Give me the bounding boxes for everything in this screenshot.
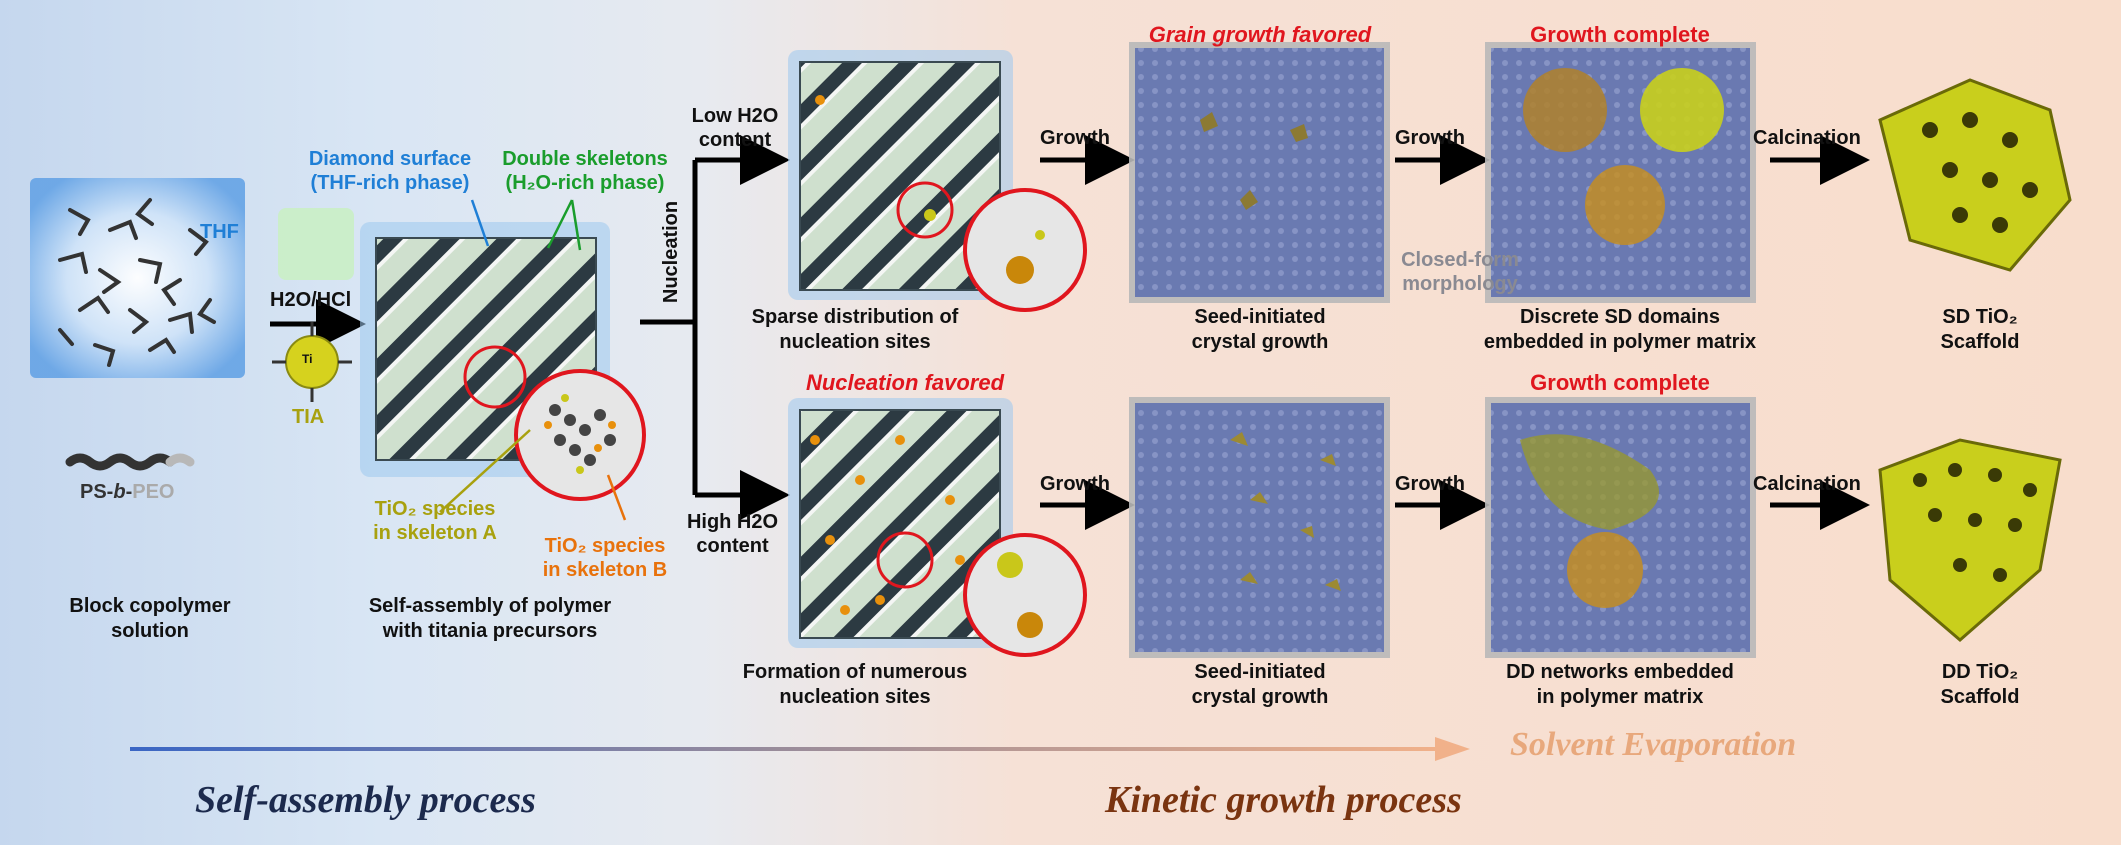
label-line: Low H2O [691, 105, 779, 127]
tia-label: TIA [292, 406, 325, 428]
sparse-nucleation-cube [788, 50, 1087, 312]
polymer-label: PS-b-PEO [80, 480, 174, 504]
block-copolymer-cube [30, 178, 245, 378]
label-line: content [696, 535, 769, 557]
polymer-chain-icon [65, 453, 195, 471]
caption-line: Formation of numerous [742, 661, 968, 683]
thf-label: THF [200, 221, 239, 243]
closed-form-label: Closed-form morphology [1380, 248, 1540, 296]
caption-line: Seed-initiated [1194, 306, 1326, 328]
bottom-growth-complete-label: Growth complete [1530, 370, 1710, 395]
double-skeletons-label: Double skeletons (H₂O-rich phase) [490, 147, 680, 195]
diamond-leader [470, 199, 490, 247]
sd-domains-cube [1485, 42, 1756, 303]
caption-line: Sparse distribution of [751, 306, 959, 328]
top-seed-caption: Seed-initiated crystal growth [1140, 305, 1380, 355]
caption-line: Discrete SD domains [1519, 306, 1721, 328]
caption-line: nucleation sites [779, 686, 931, 708]
species-b-label: TiO₂ species in skeleton B [525, 534, 685, 582]
top-growth-complete-label: Growth complete [1530, 22, 1710, 47]
caption-line: Seed-initiated [1194, 661, 1326, 683]
sparse-nucleation-caption: Sparse distribution of nucleation sites [720, 305, 990, 355]
caption-line: crystal growth [1191, 686, 1329, 708]
caption-line: DD TiO₂ [1941, 661, 2019, 683]
label-line: in skeleton B [542, 559, 668, 581]
caption-line: Self-assembly of polymer [368, 595, 612, 617]
water-cube [278, 208, 354, 280]
dd-networks-caption: DD networks embedded in polymer matrix [1470, 660, 1770, 710]
bottom-seed-caption: Seed-initiated crystal growth [1140, 660, 1380, 710]
sd-scaffold-caption: SD TiO₂ Scaffold [1900, 305, 2060, 355]
label-line: content [698, 129, 772, 151]
caption-line: in polymer matrix [1536, 686, 1704, 708]
caption-line: with titania precursors [382, 620, 598, 642]
self-assembly-caption: Self-assembly of polymer with titania pr… [345, 594, 635, 644]
label-line: (THF-rich phase) [310, 172, 470, 194]
top-calcination-label: Calcination [1753, 127, 1861, 149]
nucleation-label: Nucleation [660, 200, 683, 304]
species-a-leader [439, 429, 531, 513]
numerous-nucleation-cube [788, 398, 1087, 657]
polymer-peo: PEO [132, 481, 175, 503]
polymer-ps: PS- [80, 481, 114, 503]
growth-arrows [1040, 135, 1870, 530]
caption-line: Scaffold [1940, 686, 2020, 708]
seed-growth-cube-top [1129, 42, 1390, 303]
high-h2o-label: High H2O content [675, 510, 790, 558]
skeleton-leader-2 [570, 199, 582, 251]
label-line: High H2O [686, 511, 779, 533]
label-line: Diamond surface [308, 148, 472, 170]
sd-domains-caption: Discrete SD domains embedded in polymer … [1460, 305, 1780, 355]
tia-molecule-icon [272, 322, 352, 402]
dd-networks-cube [1485, 397, 1756, 658]
dd-scaffold [1878, 438, 2062, 642]
branch-arrows [640, 135, 790, 520]
low-h2o-label: Low H2O content [680, 104, 790, 152]
sd-scaffold [1878, 78, 2072, 272]
label-line: morphology [1402, 273, 1518, 295]
label-line: TiO₂ species [374, 498, 496, 520]
species-a-label: TiO₂ species in skeleton A [355, 497, 515, 545]
block-copolymer-caption: Block copolymer solution [20, 594, 280, 644]
label-line: Double skeletons [502, 148, 668, 170]
species-b-leader [606, 474, 627, 521]
caption-line: nucleation sites [779, 331, 931, 353]
caption-line: crystal growth [1191, 331, 1329, 353]
caption-line: embedded in polymer matrix [1483, 331, 1757, 353]
polymer-dash: - [125, 481, 133, 503]
top-growth-label-1: Growth [1040, 127, 1110, 149]
skeleton-leader-1 [546, 199, 574, 249]
dd-scaffold-caption: DD TiO₂ Scaffold [1900, 660, 2060, 710]
label-line: TiO₂ species [544, 535, 666, 557]
top-growth-label-2: Growth [1395, 127, 1465, 149]
diamond-surface-label: Diamond surface (THF-rich phase) [290, 147, 490, 195]
self-assembly-process-title: Self-assembly process [195, 779, 536, 821]
double-diamond-cube [360, 222, 646, 501]
caption-line: Block copolymer [69, 595, 231, 617]
caption-line: DD networks embedded [1506, 661, 1734, 683]
nucleation-favored-label: Nucleation favored [805, 370, 1005, 395]
label-line: Closed-form [1401, 249, 1519, 271]
numerous-nucleation-caption: Formation of numerous nucleation sites [720, 660, 990, 710]
polymer-b: b [113, 481, 126, 503]
caption-line: solution [111, 620, 189, 642]
kinetic-growth-process-title: Kinetic growth process [1105, 779, 1462, 821]
caption-line: Scaffold [1940, 331, 2020, 353]
grain-growth-label: Grain growth favored [1148, 22, 1372, 47]
bottom-growth-label-2: Growth [1395, 473, 1465, 495]
bottom-growth-label-1: Growth [1040, 473, 1110, 495]
seed-growth-cube-bottom [1129, 397, 1390, 658]
caption-line: SD TiO₂ [1942, 306, 2018, 328]
h2o-hcl-label: H2O/HCl [270, 289, 352, 311]
label-line: (H₂O-rich phase) [505, 172, 665, 194]
bottom-calcination-label: Calcination [1753, 473, 1861, 495]
solvent-evaporation-label: Solvent Evaporation [1510, 726, 1797, 763]
solvent-evaporation-arrow [130, 737, 1470, 761]
tia-center-label: Ti [302, 352, 313, 366]
label-line: in skeleton A [373, 522, 497, 544]
